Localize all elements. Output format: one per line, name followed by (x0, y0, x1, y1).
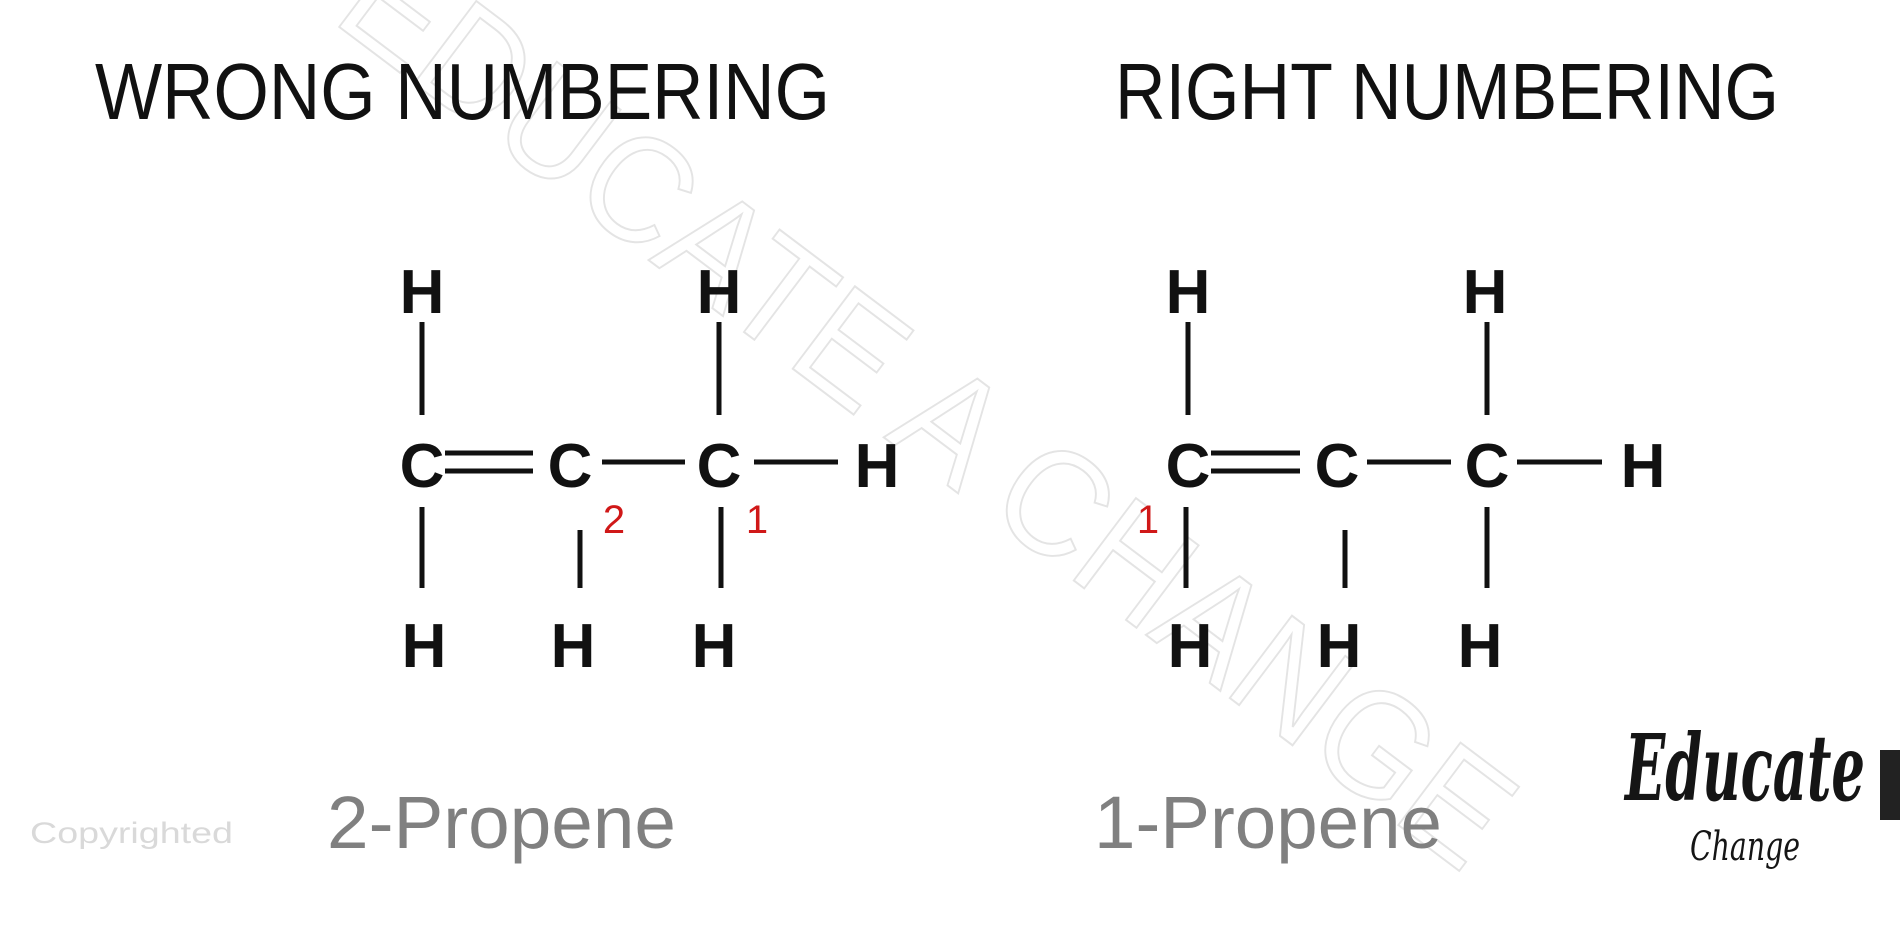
logo-text-educate: Educate (1623, 714, 1865, 822)
copyright-label: Copyrighted (30, 817, 233, 850)
atom-c: C (548, 432, 593, 501)
atom-c: C (1166, 432, 1211, 501)
logo-edge-mark (1880, 750, 1900, 820)
wrong-numbering-title: WRONG NUMBERING (95, 47, 830, 136)
right-numbering-title: RIGHT NUMBERING (1115, 47, 1779, 136)
atom-c: C (1315, 432, 1360, 501)
atom-h: H (697, 258, 742, 327)
atom-h: H (1621, 432, 1666, 501)
carbon-number: 1 (1137, 498, 1159, 542)
atom-h: H (1317, 612, 1362, 681)
logo-text-change: Change (1690, 824, 1800, 870)
educate-a-change-logo: Educate Change (1623, 714, 1900, 870)
atom-h: H (400, 258, 445, 327)
carbon-number: 1 (746, 498, 768, 542)
carbon-number: 2 (603, 498, 625, 542)
wrong-compound-name: 2-Propene (327, 781, 676, 864)
atom-h: H (1458, 612, 1503, 681)
atom-h: H (855, 432, 900, 501)
atom-h: H (1463, 258, 1508, 327)
atom-h: H (402, 612, 447, 681)
atom-h: H (551, 612, 596, 681)
wrong-numbering-structure: H H C C C H 2 1 H H H (400, 258, 900, 681)
atom-h: H (692, 612, 737, 681)
atom-c: C (1465, 432, 1510, 501)
atom-c: C (400, 432, 445, 501)
atom-h: H (1166, 258, 1211, 327)
right-compound-name: 1-Propene (1094, 781, 1442, 864)
atom-h: H (1168, 612, 1213, 681)
right-numbering-structure: H H C C C H 1 H H H (1137, 258, 1666, 681)
atom-c: C (697, 432, 742, 501)
